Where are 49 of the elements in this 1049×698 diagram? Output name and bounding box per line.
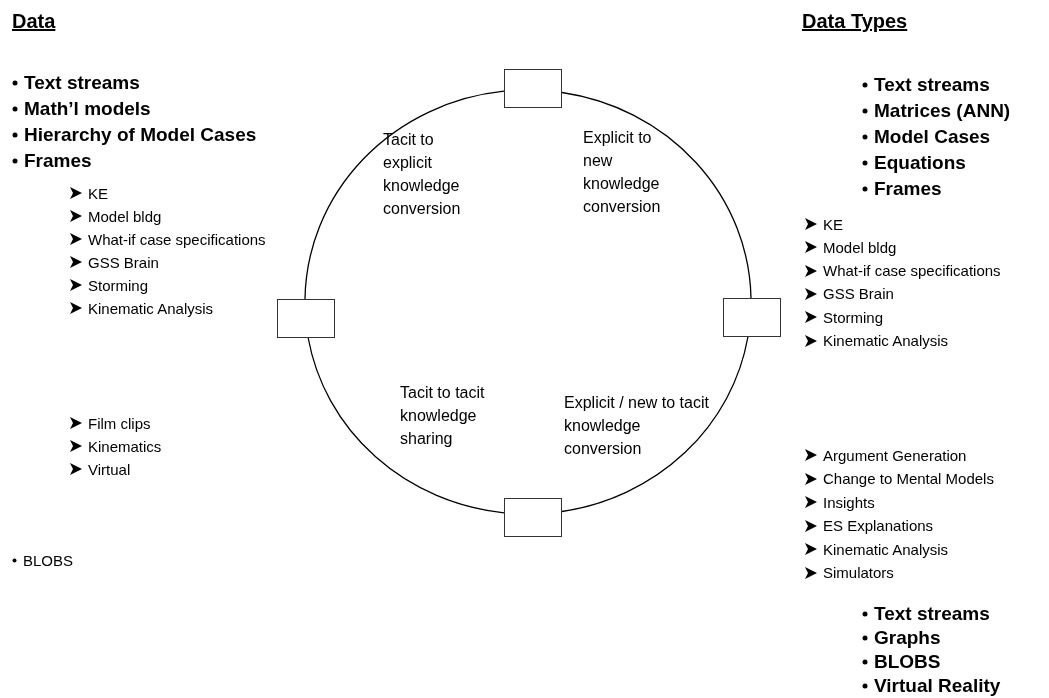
list-item: Storming <box>88 276 149 294</box>
list-item: What-if case specifications <box>823 262 1001 280</box>
list-item: Kinematic Analysis <box>88 299 214 317</box>
list-item: Simulators <box>823 564 894 581</box>
arc-connector <box>561 91 752 299</box>
list-item: Storming <box>823 308 884 326</box>
list-item: Text streams <box>874 74 990 96</box>
list-item: Virtual Reality <box>874 675 1001 697</box>
list-item: Text streams <box>874 603 990 625</box>
list-item: GSS Brain <box>88 253 159 271</box>
list-item: BLOBS <box>874 651 941 673</box>
list-item: ES Explanations <box>823 517 934 534</box>
list-item: Argument Generation <box>823 446 967 464</box>
list-item: Insights <box>823 493 875 511</box>
empty-box <box>723 298 781 337</box>
list-item: Equations <box>874 152 966 174</box>
quadrant-label: Tacit to tacit knowledge sharing <box>400 383 486 449</box>
column-heading: Data <box>12 10 56 33</box>
list-item: Frames <box>24 150 92 172</box>
empty-box <box>504 498 562 537</box>
list-item: Change to Mental Models <box>823 470 994 487</box>
list-item: KE <box>823 215 843 233</box>
column-heading: Data Types <box>802 10 908 33</box>
quadrant-label: Tacit to explicit knowledge conversion <box>383 130 462 219</box>
arc-connector <box>304 90 505 300</box>
list-item: Math’l models <box>24 98 151 120</box>
list-item: Film clips <box>88 414 151 432</box>
arc-connector <box>307 337 505 514</box>
list-item: KE <box>88 184 108 202</box>
list-item: Model bldg <box>88 207 162 225</box>
list-item: What-if case specifications <box>88 230 266 248</box>
empty-box <box>277 299 335 338</box>
list-item: Matrices (ANN) <box>874 100 1011 122</box>
list-item: Kinematic Analysis <box>823 332 949 349</box>
list-item: Graphs <box>874 627 941 649</box>
list-item: Model bldg <box>823 238 897 256</box>
list-item: Kinematics <box>88 437 162 455</box>
list-item: Virtual <box>88 460 131 478</box>
empty-box <box>504 69 562 108</box>
quadrant-label: Explicit / new to tacit knowledge conversion <box>564 393 710 459</box>
list-item: Frames <box>874 178 942 200</box>
arc-connector <box>561 336 749 513</box>
list-item: Text streams <box>24 72 140 94</box>
list-item: Hierarchy of Model Cases <box>24 124 257 146</box>
quadrant-label: Explicit to new knowledge conversion <box>583 128 662 217</box>
list-item: Model Cases <box>874 126 991 148</box>
list-item: Kinematic Analysis <box>823 540 949 558</box>
list-item: GSS Brain <box>823 285 894 303</box>
list-item: BLOBS <box>23 551 74 569</box>
